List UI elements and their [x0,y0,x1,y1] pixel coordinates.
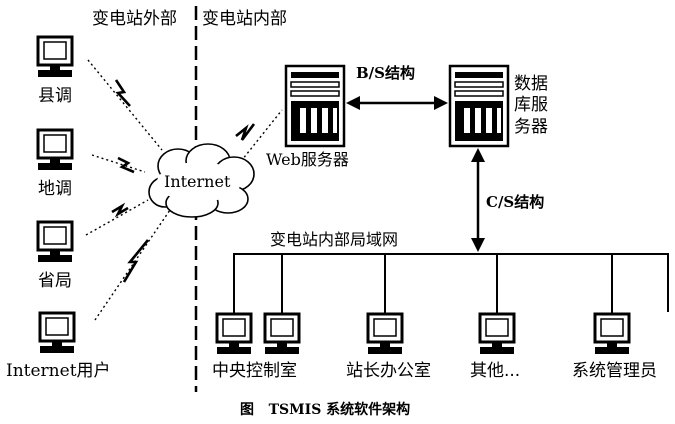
database-server-label-line-3: 务器 [514,116,548,137]
inside-region-label: 变电站内部 [202,9,287,29]
outside-region-label: 变电站外部 [92,9,177,29]
cs-arrow [471,148,485,252]
remote-links [85,59,283,321]
central-control-computer-icon-1 [215,312,253,356]
station-office-label: 站长办公室 [346,361,431,381]
database-server-icon [448,64,510,148]
bs-structure-label: B/S结构 [356,64,415,82]
web-server-icon [284,64,346,148]
lan-bus [233,253,669,314]
regional-label: 地调 [38,179,72,199]
database-server-label-line-2: 库服 [514,95,548,116]
others-label: 其他... [470,361,521,381]
lan-label: 变电站内部局域网 [270,230,399,249]
lightning-icons [111,79,256,283]
province-label: 省局 [38,271,72,291]
station-office-computer-icon [366,312,404,356]
database-server-label: 数据 库服 务器 [514,74,548,138]
internet-cloud-label: Internet [164,172,231,191]
internet-user-label: Internet用户 [6,361,111,381]
figure-caption: 图 TSMIS 系统软件架构 [240,402,411,418]
county-label: 县调 [38,86,72,106]
central-control-label: 中央控制室 [212,361,297,381]
sys-admin-label: 系统管理员 [572,361,657,381]
internet-cloud [148,143,255,218]
province-computer-icon [36,220,74,264]
sys-admin-computer-icon [593,312,631,356]
county-computer-icon [36,35,74,79]
regional-computer-icon [36,128,74,172]
web-server-label: Web服务器 [266,150,349,169]
central-control-computer-icon-2 [263,312,301,356]
others-computer-icon [478,312,516,356]
cs-structure-label: C/S结构 [486,193,545,211]
database-server-label-line-1: 数据 [514,74,548,94]
bs-arrow [346,96,448,110]
internet-user-computer-icon [38,311,76,355]
